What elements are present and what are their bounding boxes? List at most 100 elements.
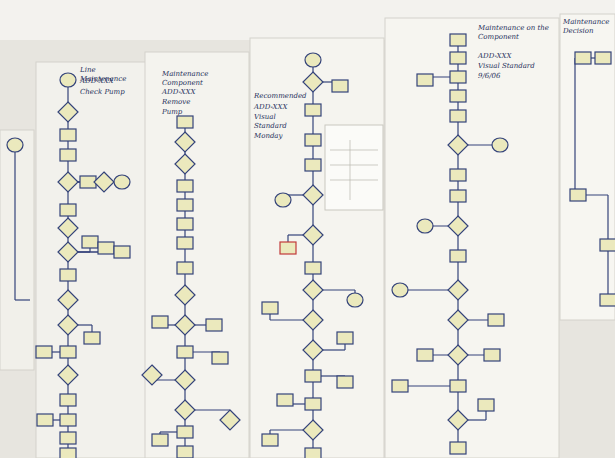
process-box [37,414,53,426]
process-box [450,71,466,83]
process-box [60,269,76,281]
process-box [277,394,293,406]
handwritten-note: Maintenance Decision [563,18,613,36]
note-line [330,150,378,151]
process-box [600,239,615,251]
flow-line [312,60,313,454]
decision-diamond [175,154,195,174]
decision-diamond [58,218,78,238]
process-box [60,432,76,444]
handwritten-note: Visual Standard [478,62,556,71]
process-box [84,332,100,344]
flow-line [400,385,458,386]
decision-diamond [448,310,468,330]
process-box [305,398,321,410]
process-box [60,394,76,406]
terminal-circle [275,193,291,207]
decision-diamond [220,410,240,430]
decision-diamond [303,310,323,330]
flow-line [574,58,575,195]
decision-diamond [303,280,323,300]
process-box [82,236,98,248]
handwritten-note: ADD-XXX [478,52,556,61]
decision-diamond [448,135,468,155]
decision-diamond [58,172,78,192]
decision-diamond [58,242,78,262]
process-box [305,262,321,274]
process-box [570,189,586,201]
process-box [450,110,466,122]
process-box [450,250,466,262]
paper-sheet [0,130,34,370]
process-box [450,34,466,46]
note-line [330,180,378,181]
decision-diamond [303,185,323,205]
process-box [450,442,466,454]
handwritten-note: Monday [254,132,300,141]
process-box [60,448,76,458]
handwritten-note: Maintenance on the Component [478,24,556,42]
process-box [177,262,193,274]
process-box [152,316,168,328]
decision-diamond [175,315,195,335]
terminal-circle [492,138,508,152]
process-box [177,180,193,192]
process-box [575,52,591,64]
decision-diamond [142,365,162,385]
process-box [98,242,114,254]
process-box [280,242,296,254]
process-box [262,434,278,446]
process-box [177,199,193,211]
handwritten-note: ADD-XXX [80,77,142,86]
process-box [305,134,321,146]
handwritten-note: 9/6/06 [478,72,556,81]
terminal-circle [60,73,76,87]
process-box [36,346,52,358]
terminal-circle [7,138,23,152]
handwritten-note: Maintenance Component [162,70,242,88]
decision-diamond [303,340,323,360]
process-box [60,414,76,426]
note-line [330,165,378,166]
process-box [177,346,193,358]
process-box [177,218,193,230]
process-box [305,370,321,382]
process-box [595,52,611,64]
process-box [417,349,433,361]
decision-diamond [58,315,78,335]
process-box [337,376,353,388]
process-box [177,446,193,458]
decision-diamond [94,172,114,192]
decision-diamond [303,225,323,245]
decision-diamond [175,400,195,420]
process-box [177,237,193,249]
process-box [60,149,76,161]
process-box [417,74,433,86]
flow-line [14,140,15,300]
paper-sheet [36,62,150,458]
terminal-circle [305,53,321,67]
handwritten-note: Recommended [254,92,300,101]
terminal-circle [347,293,363,307]
process-box [488,314,504,326]
process-box [60,129,76,141]
process-box [600,294,615,306]
decision-diamond [448,280,468,300]
process-box [478,399,494,411]
process-box [450,52,466,64]
handwritten-note: Remove [162,98,242,107]
process-box [60,204,76,216]
paper-sheet [145,52,249,458]
paper-sheet [560,14,615,320]
process-box [450,380,466,392]
decision-diamond [58,365,78,385]
process-box [305,104,321,116]
decision-diamond [175,285,195,305]
decision-diamond [58,102,78,122]
process-box [305,448,321,458]
flow-line [15,299,30,300]
process-box [60,346,76,358]
note-line [350,140,351,200]
decision-diamond [303,420,323,440]
